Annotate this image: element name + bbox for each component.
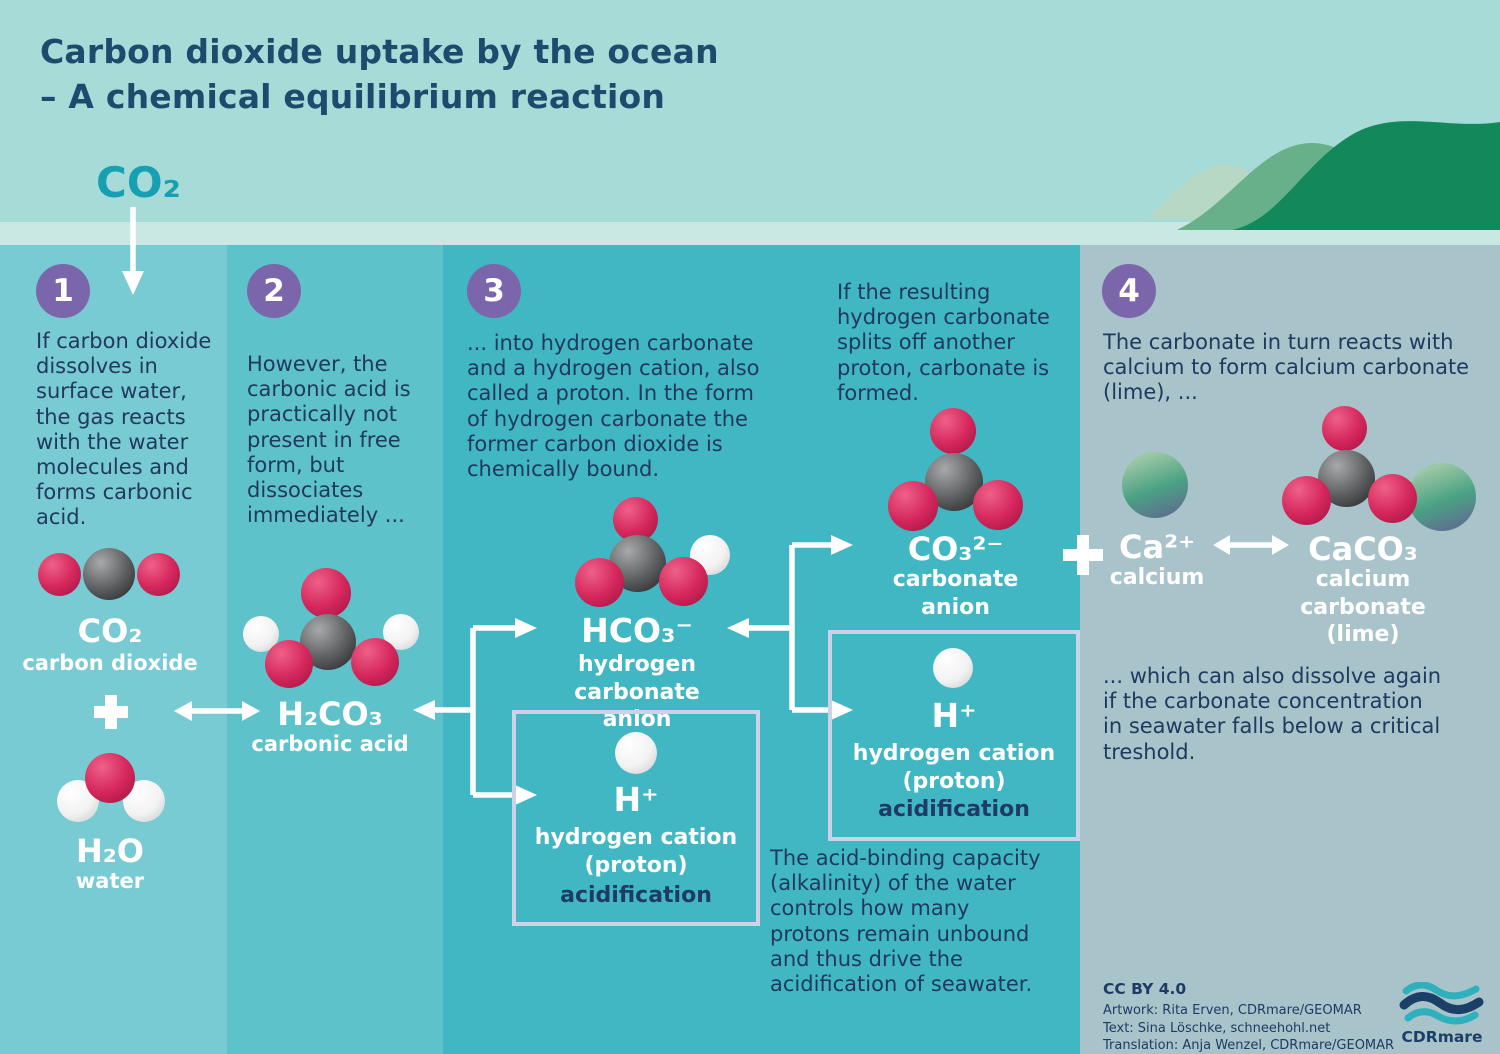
acidification-label: acidification xyxy=(878,797,1030,822)
h2co3-name: carbonic acid xyxy=(251,732,409,756)
co2-down-arrow-icon xyxy=(122,207,144,295)
h2co3-formula: H₂CO₃ xyxy=(277,695,383,733)
step-3-badge: 3 xyxy=(467,264,521,318)
step-4-badge: 4 xyxy=(1102,264,1156,318)
credit-artwork: Artwork: Rita Erven, CDRmare/GEOMAR xyxy=(1103,1003,1362,1018)
oxygen-sphere xyxy=(1282,476,1331,525)
step-1-text: If carbon dioxide dissolves in surface w… xyxy=(36,329,212,530)
oxygen-sphere xyxy=(85,753,135,803)
proton-formula: H⁺ xyxy=(613,780,659,819)
step-2-text: However, the carbonic acid is practicall… xyxy=(247,352,411,528)
acidification-label: acidification xyxy=(560,883,712,908)
oxygen-sphere xyxy=(137,553,180,596)
co3-formula: CO₃²⁻ xyxy=(907,530,1004,568)
co3-name: carbonate anion xyxy=(892,567,1019,620)
column-step-4 xyxy=(1080,245,1500,1054)
oxygen-sphere xyxy=(301,568,351,618)
hydrogen-sphere xyxy=(615,732,657,774)
h2co3-molecule xyxy=(243,568,421,690)
step-3-footnote: The acid-binding capacity (alkalinity) o… xyxy=(770,846,1041,996)
caco3-formula: CaCO₃ xyxy=(1308,530,1418,568)
proton-name: hydrogen cation (proton) xyxy=(534,825,738,878)
hco3-molecule xyxy=(573,497,730,607)
hco3-formula: HCO₃⁻ xyxy=(581,611,693,650)
oxygen-sphere xyxy=(888,481,938,531)
h2o-formula: H₂O xyxy=(76,832,144,870)
proton-box-right: H⁺ hydrogen cation (proton) acidificatio… xyxy=(828,630,1080,841)
proton-name: hydrogen cation (proton) xyxy=(852,741,1056,794)
column-step-3 xyxy=(443,245,1080,1054)
equilibrium-arrow-icon xyxy=(1213,535,1289,555)
license-label: CC BY 4.0 xyxy=(1103,980,1187,998)
ca-formula: Ca²⁺ xyxy=(1119,528,1195,566)
oxygen-sphere xyxy=(973,480,1023,530)
co2-molecule xyxy=(38,548,184,600)
h2o-molecule xyxy=(57,753,165,831)
oxygen-sphere xyxy=(351,638,399,686)
plus-icon xyxy=(1063,535,1103,575)
proton-box-left: H⁺ hydrogen cation (proton) acidificatio… xyxy=(512,710,760,926)
carbon-sphere xyxy=(83,548,135,600)
oxygen-sphere xyxy=(575,558,624,607)
plus-icon xyxy=(94,695,128,729)
credit-translation: Translation: Anja Wenzel, CDRmare/GEOMAR xyxy=(1103,1038,1395,1054)
dissociation-arrows-right-icon xyxy=(727,535,853,720)
co2-name: carbon dioxide xyxy=(22,651,198,675)
column-step-1 xyxy=(0,245,227,1054)
step-1-badge: 1 xyxy=(36,264,90,318)
step-2-badge: 2 xyxy=(247,264,301,318)
calcium-sphere xyxy=(1408,463,1476,531)
h2o-name: water xyxy=(75,869,145,893)
page-title: Carbon dioxide uptake by the ocean – A c… xyxy=(40,32,719,116)
proton-formula: H⁺ xyxy=(931,696,977,735)
hill-near xyxy=(1232,121,1500,230)
oxygen-sphere xyxy=(659,557,708,606)
co2-source-label: CO₂ xyxy=(96,158,181,207)
equilibrium-arrow-icon xyxy=(174,701,260,721)
oxygen-sphere xyxy=(38,553,81,596)
caco3-molecule xyxy=(1280,406,1478,532)
step-3-note: If the resulting hydrogen carbonate spli… xyxy=(837,280,1050,405)
sea-surface-strip xyxy=(0,222,1500,245)
step-4-note: ... which can also dissolve again if the… xyxy=(1103,664,1442,764)
calcium-sphere xyxy=(1122,452,1188,518)
cdrmare-logo-icon xyxy=(1399,982,1484,1025)
ca-name: calcium xyxy=(1109,565,1205,590)
co3-molecule xyxy=(888,408,1023,531)
credit-text: Text: Sina Löschke, schneehohl.net xyxy=(1103,1020,1331,1036)
oxygen-sphere xyxy=(265,640,313,688)
oxygen-sphere xyxy=(1322,406,1367,451)
dissociation-arrows-left-icon xyxy=(413,618,537,805)
step-3-text: ... into hydrogen carbonate and a hydrog… xyxy=(467,331,760,481)
caco3-name: calcium carbonate (lime) xyxy=(1300,567,1426,647)
hydrogen-sphere xyxy=(933,648,973,688)
credits-block: CC BY 4.0 Artwork: Rita Erven, CDRmare/G… xyxy=(1103,980,1394,1054)
oxygen-sphere xyxy=(613,497,658,542)
cdrmare-logo-text: CDRmare xyxy=(1401,1028,1483,1046)
coastal-hills xyxy=(1150,121,1500,230)
oxygen-sphere xyxy=(1368,474,1417,523)
co2-formula: CO₂ xyxy=(77,612,143,650)
oxygen-sphere xyxy=(930,408,976,454)
step-4-text: The carbonate in turn reacts with calciu… xyxy=(1103,330,1470,405)
